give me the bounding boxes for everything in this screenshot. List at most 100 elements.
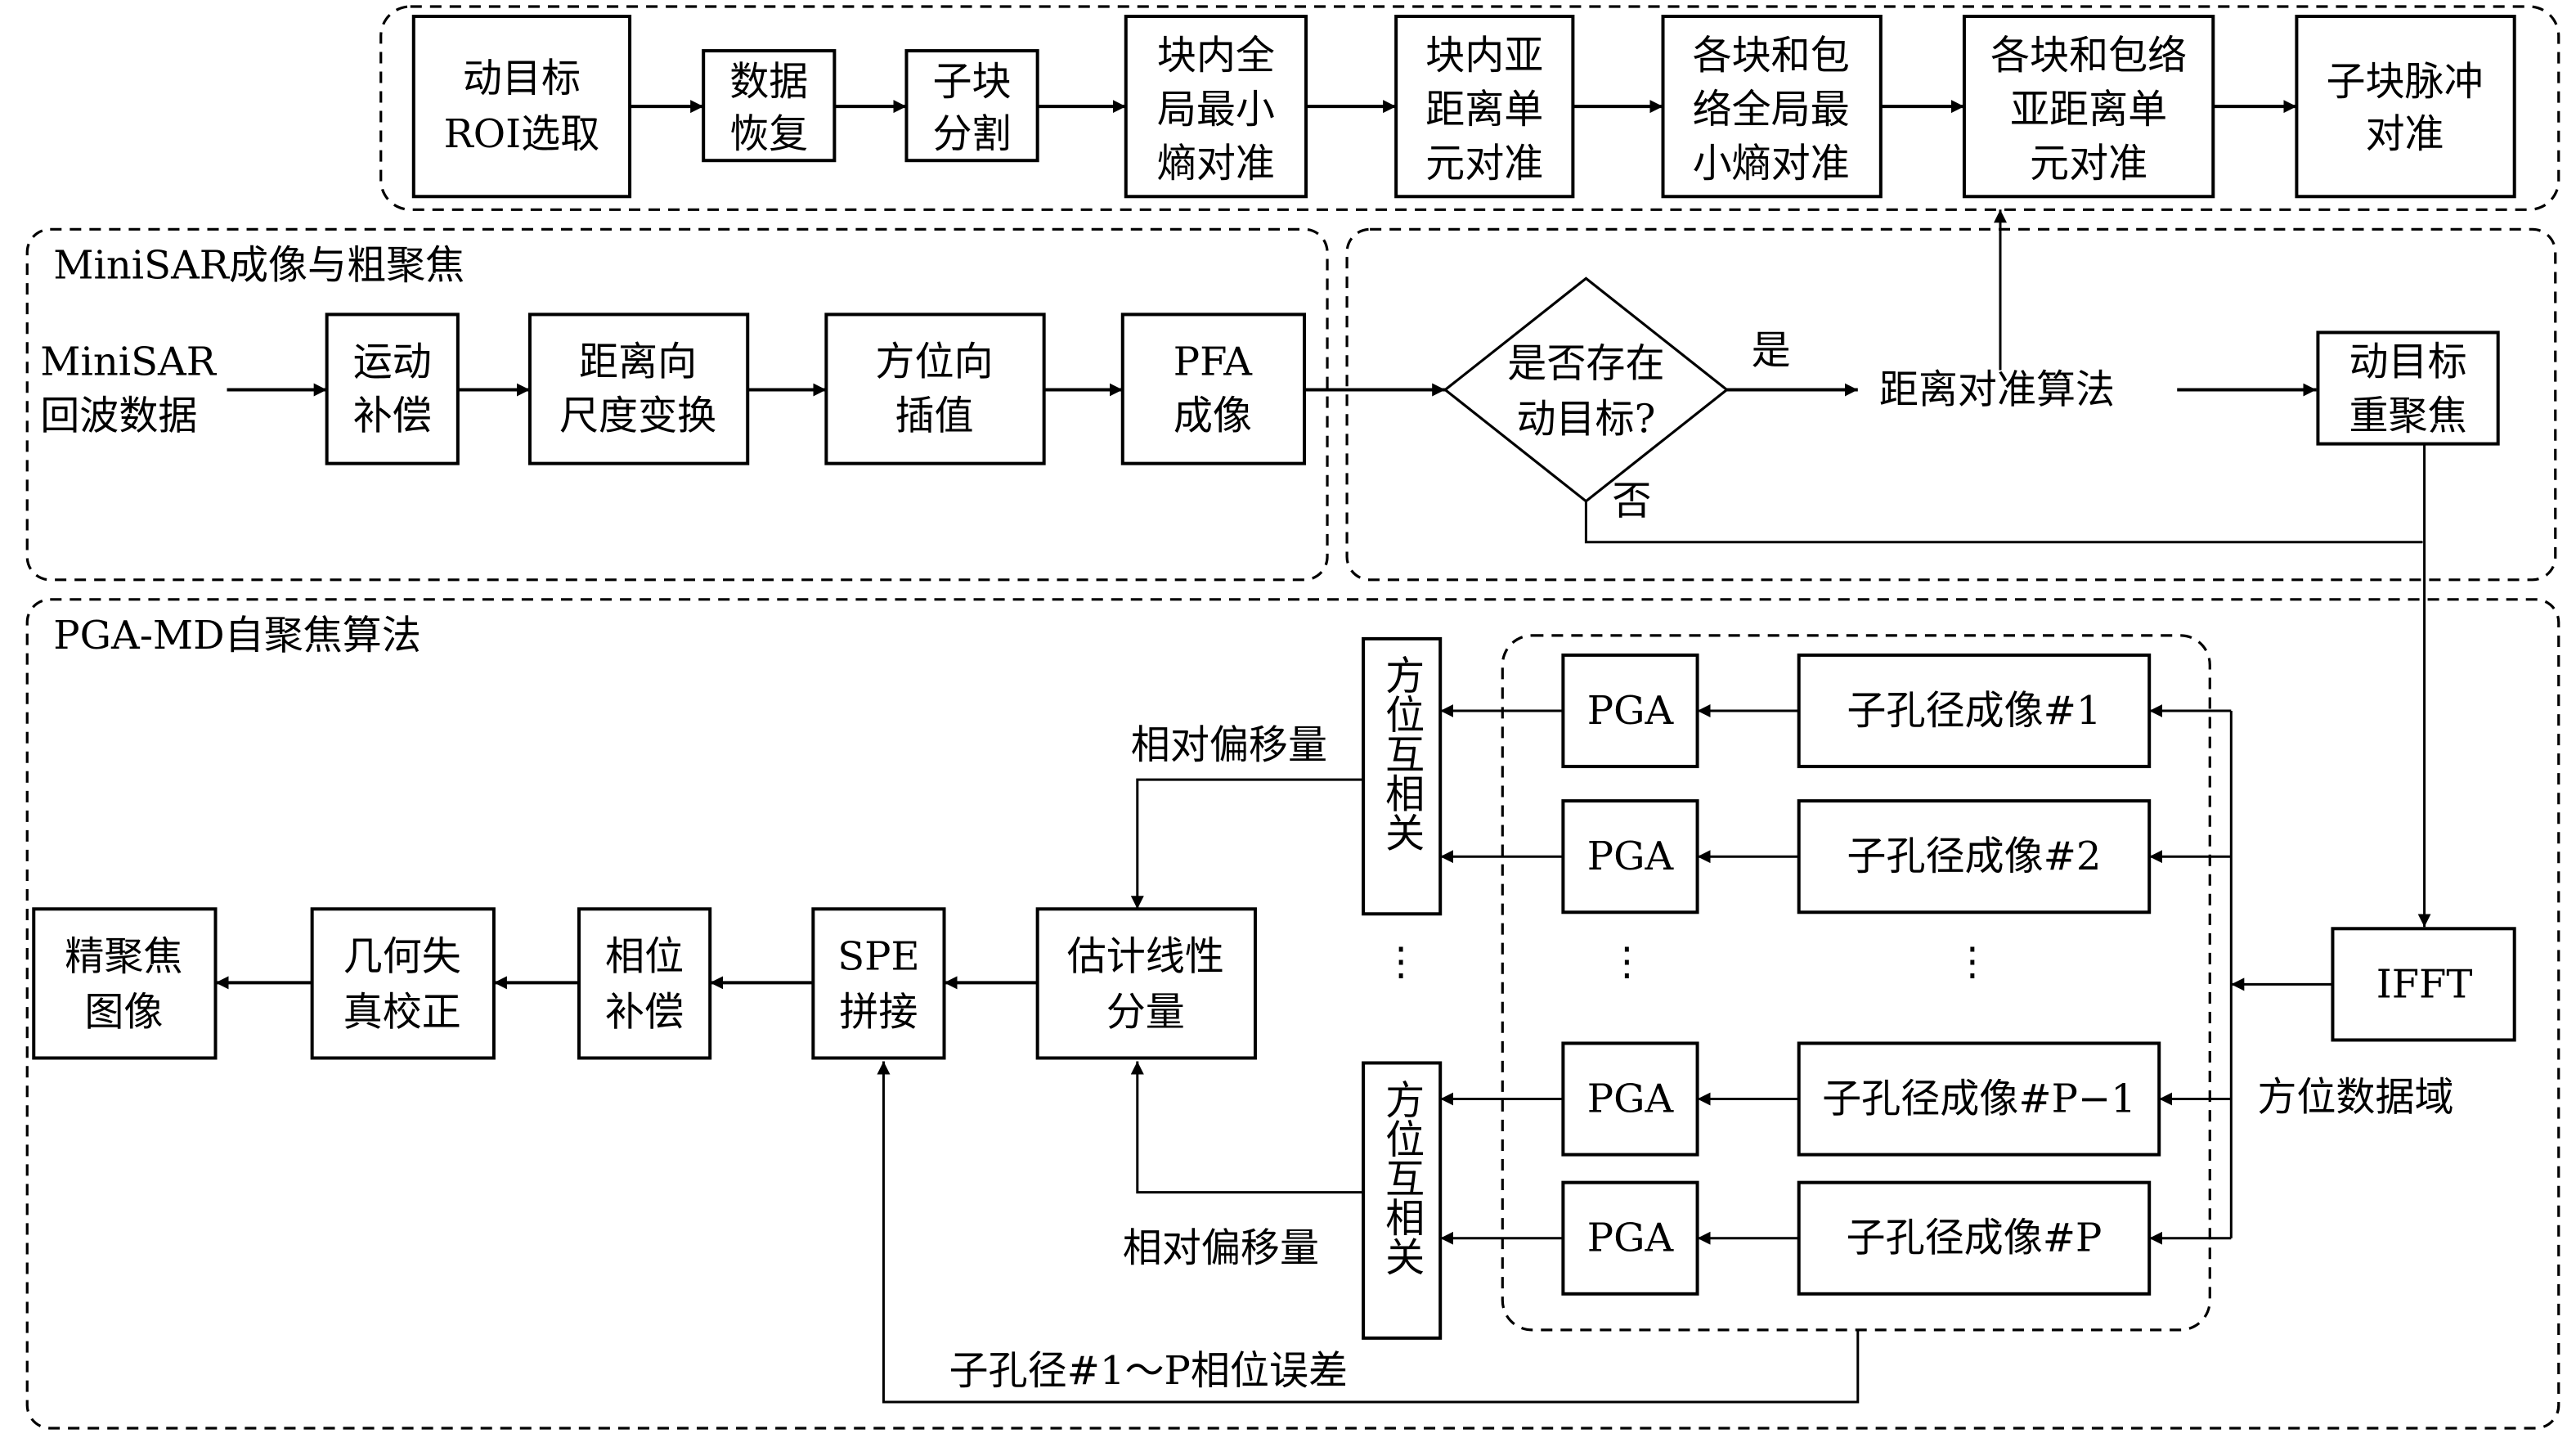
- offset-top-line: [1130, 778, 1364, 910]
- box-motion-compensation: 运动 补偿: [325, 312, 460, 465]
- svg-text:IFFT: IFFT: [2376, 961, 2473, 1007]
- svg-text:补偿: 补偿: [353, 393, 432, 439]
- pga-row-arrows: [1440, 703, 1799, 1245]
- svg-text:成像: 成像: [1174, 393, 1252, 439]
- offset-label-top: 相对偏移量: [1131, 722, 1327, 768]
- svg-text:方位向: 方位向: [875, 339, 993, 385]
- svg-text:ROI选取: ROI选取: [444, 111, 600, 157]
- box-range-scale-transform: 距离向 尺度变换: [527, 312, 750, 465]
- svg-text:局最小: 局最小: [1157, 87, 1275, 133]
- ifft-distribution-bus: [2149, 703, 2333, 1245]
- svg-text:方位互相关: 方位互相关: [1378, 655, 1424, 852]
- svg-text:真校正: 真校正: [343, 989, 461, 1035]
- svg-text:子块: 子块: [933, 59, 1012, 105]
- svg-text:动目标: 动目标: [2349, 339, 2466, 385]
- svg-text:分量: 分量: [1106, 989, 1185, 1035]
- svg-text:分割: 分割: [933, 111, 1012, 157]
- svg-text:对准: 对准: [2366, 111, 2444, 157]
- range-align-label: 距离对准算法: [1879, 367, 2115, 413]
- subaperture-box-p-minus-1: 子孔径成像#P−1: [1797, 1041, 2161, 1157]
- top-box-data-recovery: 数据 恢复: [702, 49, 837, 163]
- svg-text:元对准: 元对准: [1425, 141, 1543, 186]
- svg-text:插值: 插值: [895, 393, 973, 439]
- box-ifft: IFFT: [2331, 927, 2516, 1042]
- pga-box-1: PGA: [1561, 653, 1699, 769]
- svg-text:距离向: 距离向: [579, 339, 697, 385]
- no-branch-line: [1584, 501, 2423, 544]
- svg-text:熵对准: 熵对准: [1157, 141, 1275, 186]
- azimuth-domain-label: 方位数据域: [2257, 1075, 2453, 1121]
- svg-text:动目标?: 动目标?: [1516, 397, 1655, 443]
- svg-text:各块和包: 各块和包: [1693, 33, 1850, 79]
- no-label: 否: [1612, 479, 1651, 524]
- yes-label: 是: [1752, 328, 1791, 374]
- pga-group-title: PGA-MD自聚焦算法: [53, 613, 421, 658]
- svg-text:动目标: 动目标: [463, 56, 581, 101]
- box-spe-stitching: SPE 拼接: [811, 907, 946, 1060]
- xcorr-box-bottom: 方位互相关: [1362, 1061, 1443, 1340]
- subaperture-box-p: 子孔径成像#P: [1797, 1180, 2152, 1296]
- svg-text:PGA: PGA: [1587, 688, 1675, 734]
- svg-text:相位: 相位: [605, 933, 684, 979]
- svg-text:几何失: 几何失: [343, 933, 461, 979]
- svg-text:络全局最: 络全局最: [1693, 87, 1850, 133]
- pga-box-p-minus-1: PGA: [1561, 1041, 1699, 1157]
- svg-text:亚距离单: 亚距离单: [2010, 87, 2167, 133]
- svg-text:各块和包络: 各块和包络: [1990, 33, 2187, 79]
- top-box-intra-block-subrange: 块内亚 距离单 元对准: [1394, 15, 1575, 199]
- top-box-envelope-subrange: 各块和包络 亚距离单 元对准: [1962, 15, 2215, 199]
- svg-text:运动: 运动: [353, 339, 432, 385]
- phase-error-line: [877, 1061, 1860, 1404]
- svg-text:精聚焦: 精聚焦: [65, 933, 182, 979]
- box-target-refocus: 动目标 重聚焦: [2316, 330, 2500, 446]
- xcorr-box-top: 方位互相关: [1362, 636, 1443, 916]
- svg-text:子孔径成像#P−1: 子孔径成像#P−1: [1822, 1076, 2136, 1122]
- ellipsis-xcorr: ⋮: [1381, 938, 1420, 984]
- offset-label-bottom: 相对偏移量: [1123, 1225, 1319, 1271]
- svg-text:PGA: PGA: [1587, 1216, 1675, 1261]
- minisar-group-title: MiniSAR成像与粗聚焦: [53, 242, 464, 288]
- svg-text:估计线性: 估计线性: [1067, 933, 1224, 979]
- svg-text:子孔径成像#1: 子孔径成像#1: [1847, 688, 2101, 734]
- svg-text:小熵对准: 小熵对准: [1693, 141, 1850, 186]
- svg-text:元对准: 元对准: [2030, 141, 2147, 186]
- svg-text:尺度变换: 尺度变换: [559, 393, 716, 439]
- top-box-pulse-align: 子块脉冲 对准: [2295, 15, 2516, 199]
- pga-group-frame: [25, 598, 2560, 1430]
- ellipsis-subaperture: ⋮: [1953, 938, 1992, 984]
- pga-box-p: PGA: [1561, 1180, 1699, 1296]
- decision-diamond: 是否存在 动目标?: [1443, 276, 1730, 503]
- box-phase-compensation: 相位 补偿: [577, 907, 712, 1060]
- svg-text:子块脉冲: 子块脉冲: [2326, 59, 2483, 105]
- minisar-group-frame: [25, 227, 1329, 582]
- pga-box-2: PGA: [1561, 799, 1699, 914]
- top-box-subblock-split: 子块 分割: [904, 49, 1039, 163]
- svg-text:是否存在: 是否存在: [1507, 341, 1664, 387]
- svg-text:SPE: SPE: [837, 933, 919, 979]
- subaperture-box-2: 子孔径成像#2: [1797, 799, 2152, 914]
- box-estimate-linear-component: 估计线性 分量: [1035, 907, 1257, 1060]
- svg-text:拼接: 拼接: [839, 989, 918, 1035]
- svg-text:子孔径成像#P: 子孔径成像#P: [1847, 1216, 2103, 1261]
- svg-text:图像: 图像: [84, 989, 163, 1035]
- svg-text:PFA: PFA: [1174, 339, 1253, 385]
- box-pfa-imaging: PFA 成像: [1120, 312, 1307, 465]
- svg-text:补偿: 补偿: [605, 989, 684, 1035]
- subaperture-box-1: 子孔径成像#1: [1797, 653, 2152, 769]
- top-box-envelope-min-entropy: 各块和包 络全局最 小熵对准: [1661, 15, 1883, 199]
- box-azimuth-interpolation: 方位向 插值: [824, 312, 1046, 465]
- phase-error-label: 子孔径#1～P相位误差: [949, 1348, 1349, 1394]
- decision-group-frame: [1345, 227, 2557, 582]
- svg-text:恢复: 恢复: [729, 111, 808, 157]
- svg-text:距离单: 距离单: [1425, 87, 1543, 133]
- minisar-input-label: MiniSAR 回波数据: [40, 339, 217, 439]
- svg-text:子孔径成像#2: 子孔径成像#2: [1847, 834, 2101, 879]
- top-box-roi: 动目标 ROI选取: [411, 15, 632, 199]
- top-box-intra-block-min-entropy: 块内全 局最小 熵对准: [1124, 15, 1308, 199]
- svg-text:PGA: PGA: [1587, 1076, 1675, 1122]
- subaperture-group-frame: [1501, 634, 2211, 1332]
- svg-text:MiniSAR: MiniSAR: [40, 339, 217, 385]
- svg-text:方位互相关: 方位互相关: [1378, 1080, 1424, 1276]
- svg-text:数据: 数据: [729, 59, 808, 105]
